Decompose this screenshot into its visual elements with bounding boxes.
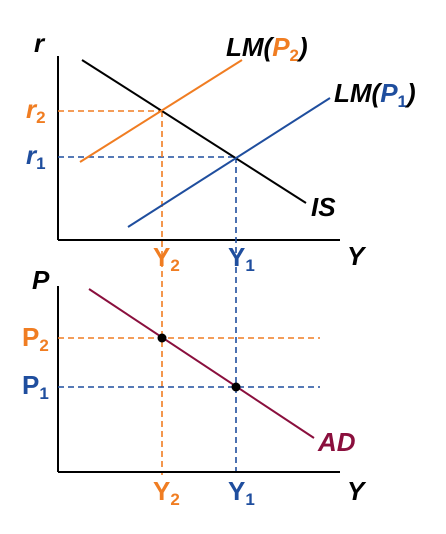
top-y1-label: Y1 <box>228 242 255 275</box>
is-label: IS <box>311 192 336 222</box>
point-p2-y2 <box>157 333 167 343</box>
r2-label: r2 <box>26 94 46 127</box>
p1-label: P1 <box>22 370 49 403</box>
top-y-axis-label: r <box>34 28 46 58</box>
p2-label: P2 <box>22 322 49 355</box>
bottom-y2-label: Y2 <box>153 476 180 509</box>
bottom-y1-label: Y1 <box>228 476 255 509</box>
lm2-curve <box>79 59 243 163</box>
top-y2-label: Y2 <box>153 242 180 275</box>
bottom-y-axis-label: P <box>32 265 50 295</box>
ad-panel: P Y P2 P1 Y2 Y1 AD <box>22 265 367 509</box>
lm1-curve <box>127 97 331 228</box>
ad-curve <box>88 288 315 439</box>
top-x-axis-label: Y <box>347 241 367 271</box>
is-lm-panel: r Y r2 r1 Y2 Y1 IS LM(P2) LM(P1) <box>26 28 416 475</box>
point-p1-y1 <box>231 382 241 392</box>
lm1-label: LM(P1) <box>334 78 416 111</box>
lm2-label: LM(P2) <box>226 32 308 65</box>
is-curve <box>81 59 307 204</box>
bottom-x-axis-label: Y <box>347 476 367 506</box>
r1-label: r1 <box>26 140 46 173</box>
ad-label: AD <box>317 427 356 457</box>
